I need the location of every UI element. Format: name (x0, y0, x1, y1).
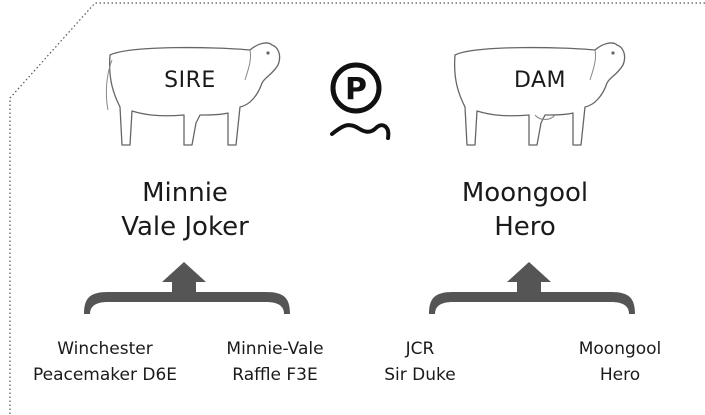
sire-cow-icon (105, 42, 281, 146)
sire-brace-arrow (84, 262, 290, 314)
dam-label: DAM (513, 68, 567, 93)
dam-cow-icon (453, 42, 626, 146)
dam-parent-1: JCR Sir Duke (384, 339, 456, 385)
polled-icon: P (330, 62, 391, 140)
sire-label: SIRE (164, 68, 216, 93)
logo-letter: P (345, 72, 367, 107)
dam-name: Moongool Hero (461, 178, 589, 242)
sire-parent-2: Minnie-Vale Raffle F3E (226, 339, 324, 385)
dam-parent-2: Moongool Hero (578, 339, 662, 385)
sire-name: Minnie Vale Joker (121, 178, 249, 242)
sire-parent-1: Winchester Peacemaker D6E (32, 339, 178, 385)
dam-brace-arrow (429, 262, 635, 314)
